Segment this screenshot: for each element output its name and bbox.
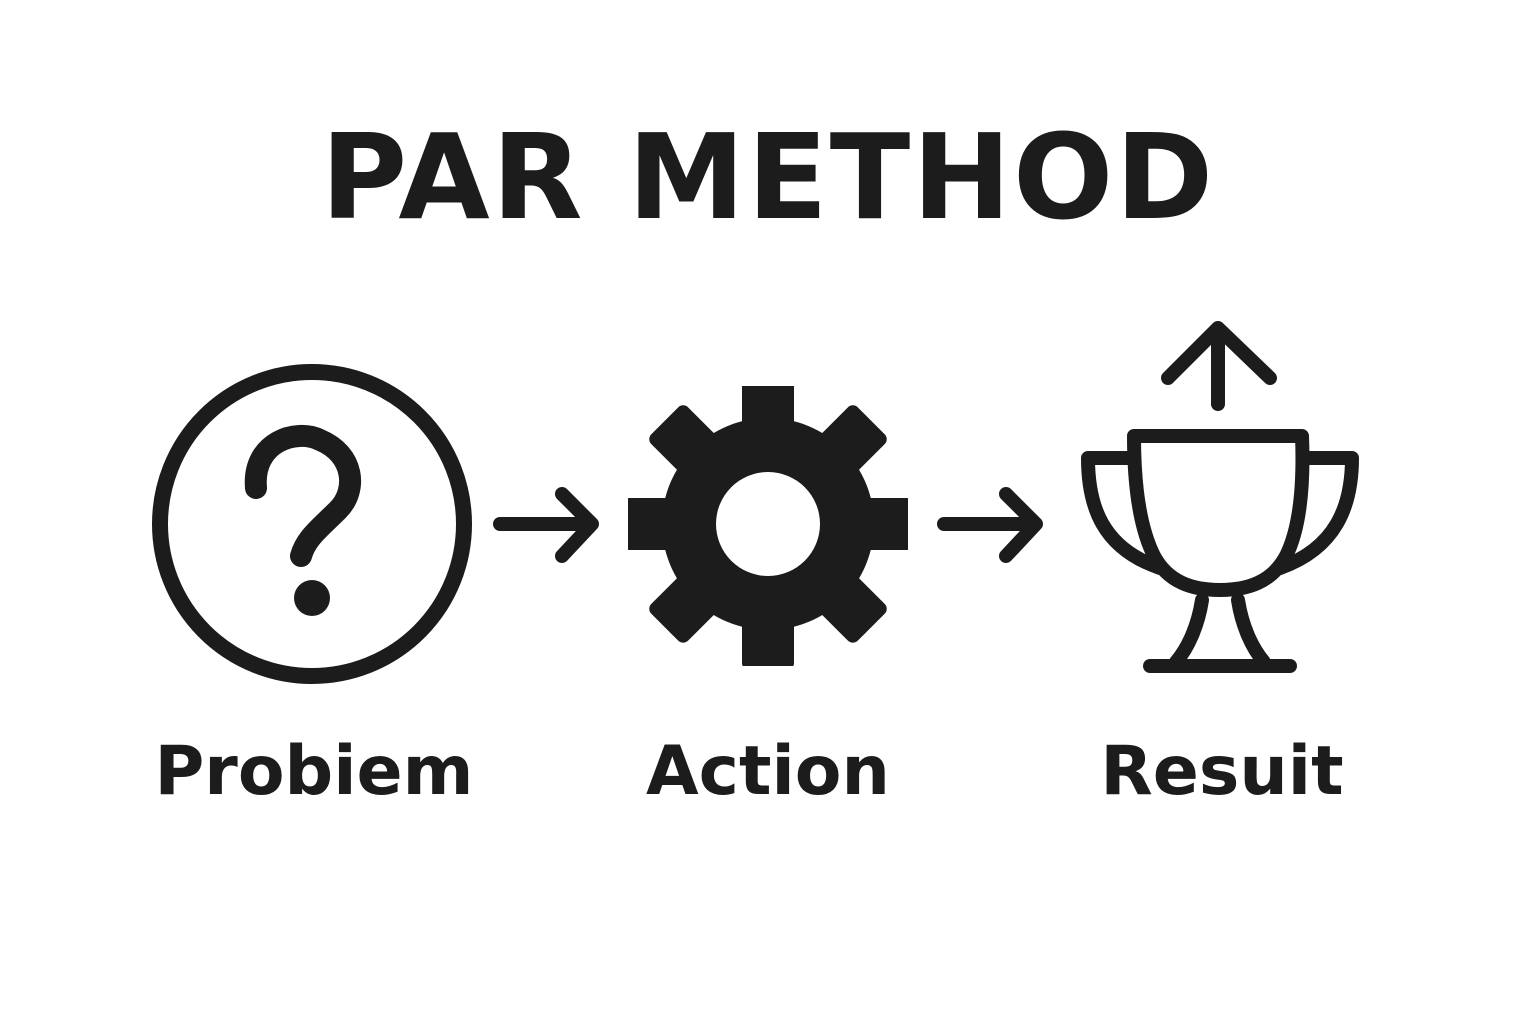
step-label-action: Action [646, 732, 890, 811]
arrow-right-icon [937, 487, 1043, 563]
gear-icon [628, 386, 908, 666]
step-label-problem: Probiem [154, 732, 474, 811]
step-label-result: Resuit [1100, 732, 1344, 811]
diagram-title: PAR METHOD [320, 108, 1216, 246]
arrow-right-icon [493, 487, 599, 563]
trophy-with-up-arrow-icon [1081, 321, 1359, 673]
question-mark-circle-icon [152, 364, 472, 684]
